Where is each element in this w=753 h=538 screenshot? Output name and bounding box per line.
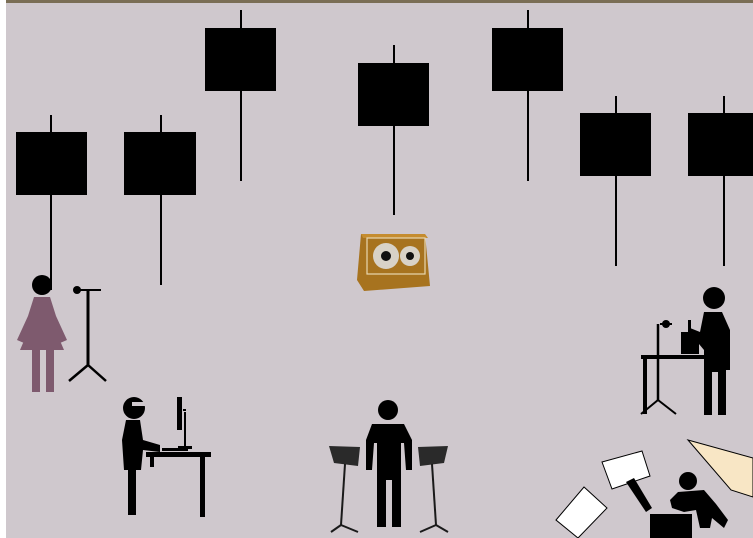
top-border	[0, 0, 753, 3]
reel-to-reel-tape-icon	[357, 234, 430, 291]
left-edge	[0, 0, 6, 538]
